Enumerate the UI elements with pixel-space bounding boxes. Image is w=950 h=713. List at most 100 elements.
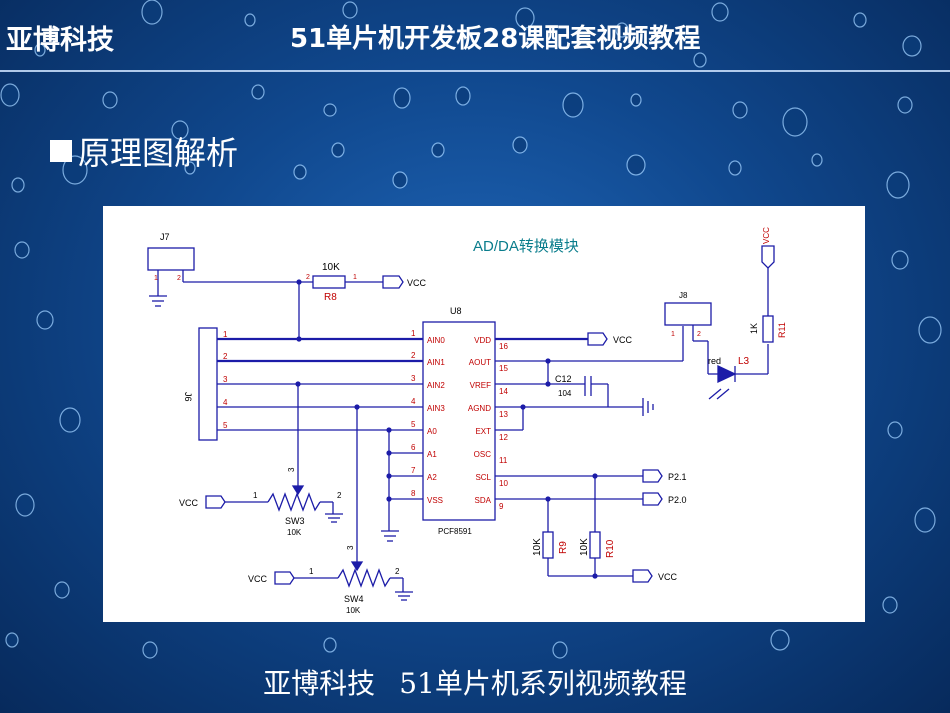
j7-pin2-label: 2 bbox=[177, 275, 181, 282]
r8-resistor-body bbox=[312, 275, 346, 289]
u8-ic-body bbox=[422, 321, 496, 521]
u8-pin-num: 11 bbox=[499, 456, 508, 465]
r9-resistor-body bbox=[542, 531, 554, 559]
sw4-value: 10K bbox=[346, 606, 361, 615]
led-icon bbox=[717, 364, 737, 384]
r8-pin1-label: 1 bbox=[353, 274, 357, 281]
bullet-heading: 原理图解析 bbox=[50, 128, 238, 174]
u8-pin-num: 15 bbox=[499, 364, 508, 373]
u8-pin-name: AIN1 bbox=[427, 358, 445, 367]
r11-ref: R11 bbox=[777, 322, 787, 338]
u8-pin-name: AOUT bbox=[469, 358, 491, 367]
r11-value: 1K bbox=[749, 323, 759, 334]
u8-pin-num: 2 bbox=[411, 351, 416, 360]
u8-pin-num: 4 bbox=[411, 397, 416, 406]
sw4-pin3-label: 3 bbox=[346, 545, 355, 550]
j8-pin2-label: 2 bbox=[697, 331, 701, 338]
u8-pin-num: 1 bbox=[411, 329, 416, 338]
vcc-label-r8: VCC bbox=[407, 278, 427, 288]
u8-pin-name: A1 bbox=[427, 450, 437, 459]
u8-pin-num: 7 bbox=[411, 466, 416, 475]
j7-label: J7 bbox=[160, 232, 170, 242]
schematic-title: AD/DA转换模块 bbox=[473, 238, 579, 255]
u8-pin-name: VSS bbox=[427, 496, 443, 505]
j7-connector-body bbox=[147, 247, 195, 271]
r8-value: 10K bbox=[322, 262, 340, 273]
u8-ref: U8 bbox=[450, 306, 462, 316]
led-color-label: red bbox=[708, 356, 721, 366]
u8-pin-name: A2 bbox=[427, 473, 437, 482]
u8-pin-num: 16 bbox=[499, 342, 508, 351]
u8-pin-name: OSC bbox=[474, 450, 492, 459]
sw3-pin1-label: 1 bbox=[253, 491, 258, 500]
schematic-diagram: AD/DA转换模块 J7 1 2 10K R8 2 1 VCC J6 1 2 3… bbox=[147, 227, 787, 615]
j7-pin1-label: 1 bbox=[154, 275, 158, 282]
u8-pin-name: VDD bbox=[474, 336, 491, 345]
r10-ref: R10 bbox=[605, 539, 616, 558]
r8-ref: R8 bbox=[324, 292, 337, 303]
sw4-potentiometer-body bbox=[337, 568, 391, 588]
u8-pin-num: 10 bbox=[499, 479, 508, 488]
u8-pin-num: 6 bbox=[411, 443, 416, 452]
r9-value: 10K bbox=[532, 538, 543, 556]
c12-ref: C12 bbox=[555, 374, 572, 384]
u8-pin-name: AGND bbox=[468, 404, 491, 413]
header-title: 51单片机开发板28课配套视频教程 bbox=[290, 24, 701, 54]
u8-pin-name: AIN3 bbox=[427, 404, 445, 413]
p21-label: P2.1 bbox=[668, 472, 687, 482]
j8-pin1-label: 1 bbox=[671, 331, 675, 338]
r10-resistor-body bbox=[589, 531, 601, 559]
j6-pin3-label: 3 bbox=[223, 375, 228, 384]
led-ref: L3 bbox=[738, 356, 750, 367]
j6-pin4-label: 4 bbox=[223, 398, 228, 407]
j6-label: J6 bbox=[183, 392, 193, 402]
u8-pin-num: 8 bbox=[411, 489, 416, 498]
header-divider bbox=[0, 70, 950, 72]
u8-pin-num: 9 bbox=[499, 502, 504, 511]
r10-value: 10K bbox=[579, 538, 590, 556]
footer-company: 亚博科技 bbox=[263, 667, 376, 700]
sw3-ref: SW3 bbox=[285, 516, 305, 526]
sw3-pin2-label: 2 bbox=[337, 491, 342, 500]
u8-pin-name: A0 bbox=[427, 427, 437, 436]
u8-pin-name: VREF bbox=[470, 381, 491, 390]
u8-part: PCF8591 bbox=[438, 527, 472, 536]
u8-pin-name: SCL bbox=[475, 473, 491, 482]
u8-pin-num: 14 bbox=[499, 387, 508, 396]
u8-pin-num: 13 bbox=[499, 410, 508, 419]
u8-pin-num: 5 bbox=[411, 420, 416, 429]
p20-label: P2.0 bbox=[668, 495, 687, 505]
u8-pin-name: SDA bbox=[475, 496, 492, 505]
square-bullet-icon bbox=[50, 140, 72, 162]
r8-pin2-label: 2 bbox=[306, 274, 310, 281]
header-company: 亚博科技 bbox=[6, 25, 114, 56]
sw3-pin3-label: 3 bbox=[287, 467, 296, 472]
u8-pin-num: 3 bbox=[411, 374, 416, 383]
j8-connector-body bbox=[664, 302, 712, 326]
footer: 亚博科技 51单片机系列视频教程 bbox=[0, 662, 950, 702]
u8-pin-name: AIN2 bbox=[427, 381, 445, 390]
vcc-label-sw3: VCC bbox=[179, 498, 199, 508]
vcc-label-r9r10: VCC bbox=[658, 572, 678, 582]
schematic-panel: AD/DA转换模块 J7 1 2 10K R8 2 1 VCC J6 1 2 3… bbox=[103, 206, 865, 622]
vcc-label-r11: VCC bbox=[762, 227, 771, 244]
sw3-potentiometer-body bbox=[267, 492, 321, 512]
j6-pin1-label: 1 bbox=[223, 330, 228, 339]
j8-label: J8 bbox=[679, 291, 688, 300]
j6-pin2-label: 2 bbox=[223, 352, 228, 361]
vcc-label-sw4: VCC bbox=[248, 574, 268, 584]
sw4-pin2-label: 2 bbox=[395, 567, 400, 576]
footer-text: 51单片机系列视频教程 bbox=[399, 667, 687, 700]
sw3-value: 10K bbox=[287, 528, 302, 537]
sw4-ref: SW4 bbox=[344, 594, 364, 604]
c12-value: 104 bbox=[558, 389, 572, 398]
r11-resistor-body bbox=[762, 315, 774, 343]
u8-pin-num: 12 bbox=[499, 433, 508, 442]
sw4-pin1-label: 1 bbox=[309, 567, 314, 576]
u8-pin-name: AIN0 bbox=[427, 336, 445, 345]
vcc-label-vdd: VCC bbox=[613, 335, 633, 345]
j6-pin5-label: 5 bbox=[223, 421, 228, 430]
u8-pin-name: EXT bbox=[475, 427, 491, 436]
j6-connector-body bbox=[198, 327, 218, 441]
